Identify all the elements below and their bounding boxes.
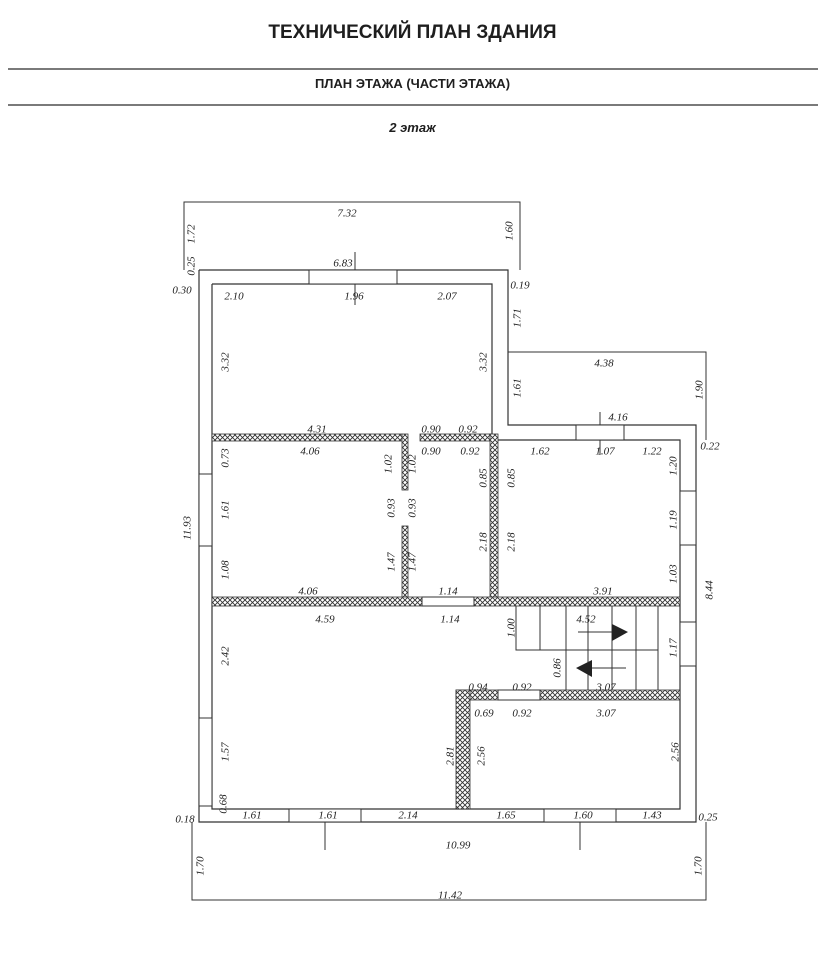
dimension-label: 3.32 [478,352,490,373]
dimension-label: 1.96 [344,291,364,303]
dimension-label: 2.18 [478,532,490,552]
dimension-label: 1.02 [383,454,395,474]
dimension-label: 1.00 [506,618,518,638]
dimension-label: 0.93 [407,498,419,518]
dimension-label: 2.42 [220,646,232,666]
hatched-partitions [211,433,681,810]
dimension-label: 4.06 [300,446,320,458]
dimension-label: 0.90 [421,424,441,436]
dimension-label: 1.72 [186,224,198,244]
dimension-label: 0.92 [460,446,480,458]
plan-subtitle: ПЛАН ЭТАЖА (ЧАСТИ ЭТАЖА) [314,76,511,91]
dimension-label: 1.90 [694,380,706,400]
dimension-label: 4.59 [315,614,335,626]
dimension-label: 10.99 [446,840,471,852]
stair-arrow-up-icon [612,624,628,641]
dimension-lines [183,201,707,901]
dimension-label: 1.47 [386,552,398,572]
dimension-label: 1.70 [693,856,705,876]
dimension-label: 4.52 [576,614,596,626]
dimension-label: 0.73 [220,448,232,468]
dimension-label: 11.42 [438,890,462,902]
dimension-label: 1.61 [318,810,337,822]
dimension-label: 0.85 [506,468,518,488]
dimension-label: 1.20 [668,456,680,476]
dimension-label: 0.85 [478,468,490,488]
dimension-label: 0.25 [698,812,718,824]
dimension-label: 1.60 [504,221,516,241]
dimension-label: 8.44 [704,580,716,600]
dimension-label: 3.07 [595,708,616,720]
dimension-label: 1.60 [573,810,593,822]
staircase [515,606,659,690]
windows [198,269,697,823]
dimension-label: 3.07 [595,682,616,694]
dimension-label: 1.57 [220,742,232,762]
dimension-label: 2.14 [398,810,418,822]
dimension-label: 0.93 [386,498,398,518]
dimension-label: 1.61 [242,810,261,822]
dimension-label: 2.07 [437,291,457,303]
dimension-label: 1.14 [438,586,458,598]
dimension-label: 1.62 [530,446,550,458]
dimension-label: 1.02 [407,454,419,474]
dimension-label: 4.06 [298,586,318,598]
dimension-labels: 7.32 6.83 1.72 0.25 0.30 1.60 0.19 2.10 1.96 2.07… [172,208,720,902]
dimension-label: 0.19 [510,280,530,292]
dimension-label: 0.86 [552,658,564,678]
dimension-label: 4.31 [307,424,326,436]
plan-title: ТЕХНИЧЕСКИЙ ПЛАН ЗДАНИЯ [268,22,557,43]
dimension-label: 0.25 [186,256,198,276]
dimension-label: 1.22 [642,446,662,458]
dimension-label: 2.10 [224,291,244,303]
dimension-label: 0.92 [512,708,532,720]
stair-arrow-down-icon [576,660,592,677]
dimension-label: 0.92 [458,424,478,436]
floor-label: 2 этаж [389,120,436,135]
dimension-label: 1.03 [668,564,680,584]
dimension-label: 0.69 [474,708,494,720]
title-divider [8,68,818,70]
dimension-label: 0.18 [175,814,195,826]
dimension-label: 1.17 [668,638,680,658]
dimension-label: 1.43 [642,810,662,822]
dimension-label: 1.71 [512,308,524,327]
dimension-label: 3.91 [592,586,612,598]
dimension-label: 2.56 [476,746,488,766]
dimension-label: 11.93 [182,516,194,540]
dimension-label: 1.47 [407,552,419,572]
dimension-label: 1.61 [512,378,524,397]
dimension-label: 0.30 [172,285,192,297]
outer-walls [198,269,697,823]
dimension-label: 7.32 [337,208,357,220]
dimension-label: 1.19 [668,510,680,530]
dimension-label: 6.83 [333,258,353,270]
dimension-label: 1.61 [220,500,232,519]
dimension-label: 0.68 [218,794,230,814]
dimension-label: 0.22 [700,441,720,453]
dimension-label: 1.14 [440,614,460,626]
dimension-label: 3.32 [220,352,232,373]
dimension-label: 4.38 [594,358,614,370]
dimension-label: 1.07 [595,446,615,458]
dimension-label: 0.90 [421,446,441,458]
dimension-label: 2.56 [670,742,682,762]
dimension-label: 0.92 [512,682,532,694]
dimension-label: 4.16 [608,412,628,424]
dimension-label: 2.81 [445,746,457,765]
dimension-label: 1.65 [496,810,516,822]
dimension-label: 1.08 [220,560,232,580]
door-openings [421,596,541,701]
subtitle-divider [8,104,818,106]
dimension-label: 1.70 [195,856,207,876]
dimension-label: 2.18 [506,532,518,552]
dimension-label: 0.94 [468,682,488,694]
